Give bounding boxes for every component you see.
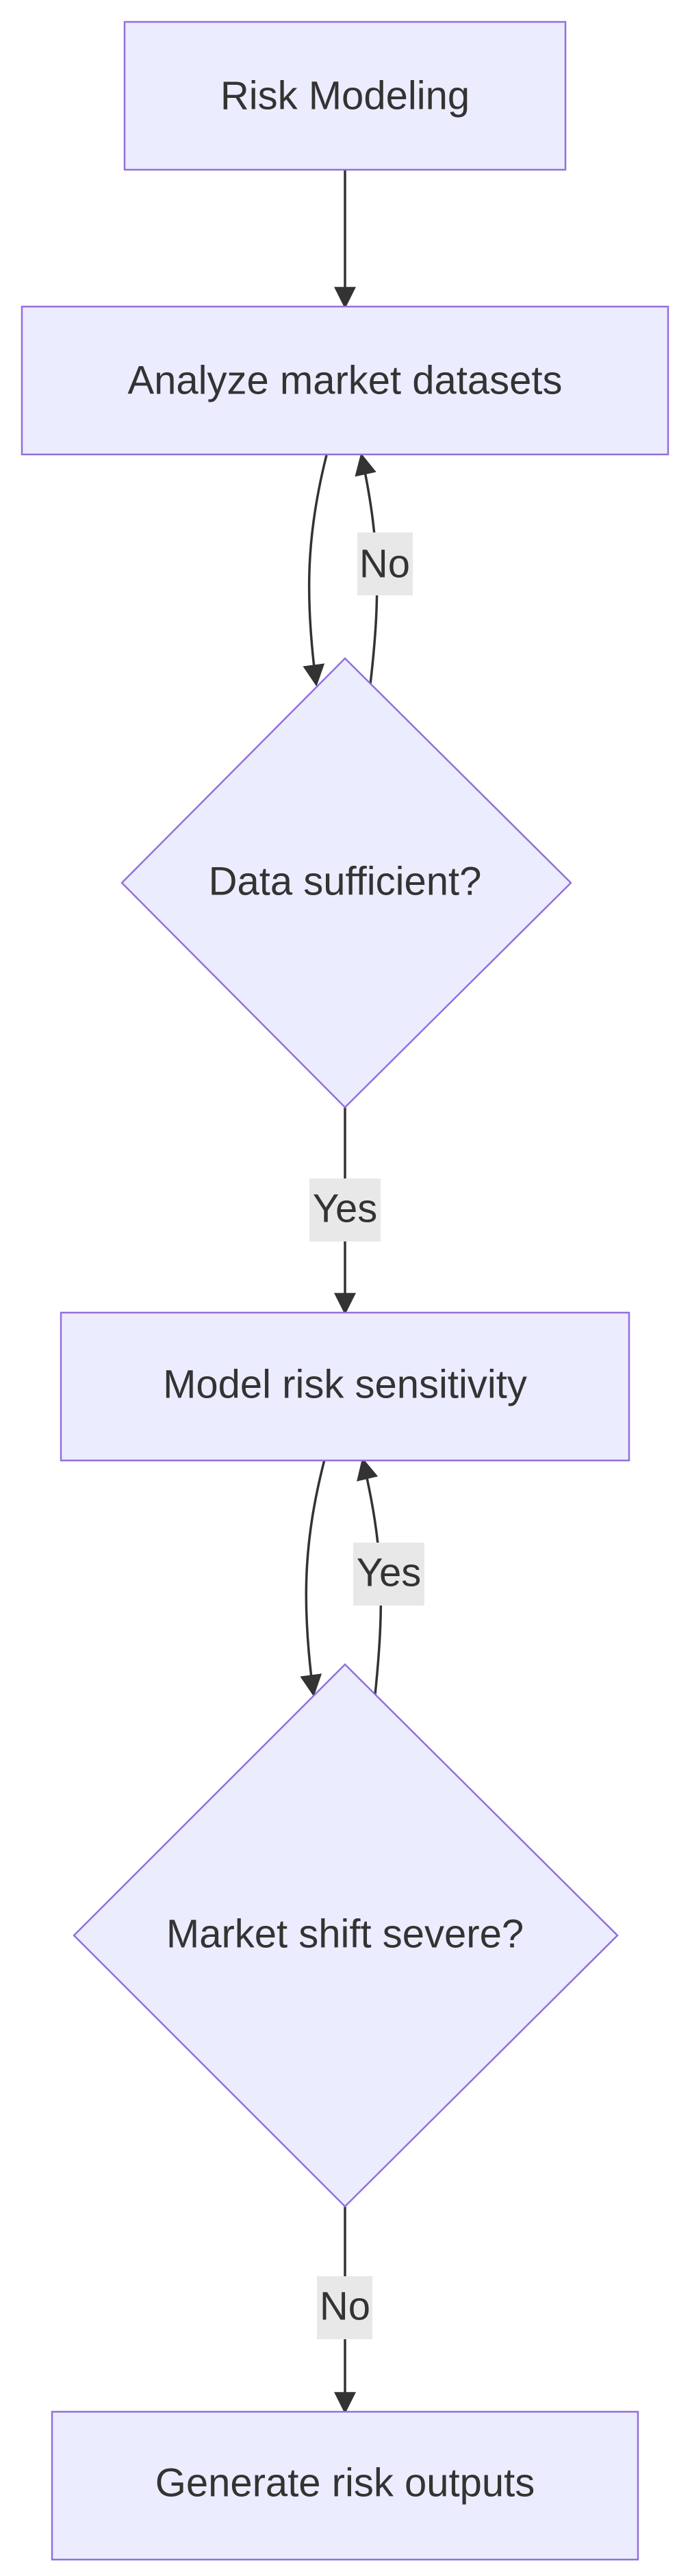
node-label-risk-modeling: Risk Modeling bbox=[220, 74, 470, 118]
edge-label-data-sufficient-no: No bbox=[357, 532, 413, 595]
node-risk-modeling: Risk Modeling bbox=[123, 21, 567, 171]
edge-label-text-yes-2: Yes bbox=[357, 1551, 422, 1595]
edge-analyze-to-data-sufficient bbox=[303, 454, 328, 687]
node-label-generate-risk-outputs: Generate risk outputs bbox=[155, 2461, 535, 2506]
edge-labels: No Yes Yes No bbox=[309, 532, 424, 2339]
edge-label-text-no-2: No bbox=[320, 2284, 370, 2329]
edge-label-market-shift-yes: Yes bbox=[353, 1543, 424, 1606]
node-label-data-sufficient: Data sufficient? bbox=[209, 860, 482, 904]
node-model-risk-sensitivity: Model risk sensitivity bbox=[60, 1311, 630, 1462]
node-label-analyze-market-datasets: Analyze market datasets bbox=[127, 359, 562, 403]
node-market-shift-severe: Market shift severe? bbox=[73, 1663, 619, 2208]
edge-label-text-no: No bbox=[359, 542, 410, 587]
node-generate-risk-outputs: Generate risk outputs bbox=[51, 2410, 639, 2561]
nodes: Risk Modeling Analyze market datasets Da… bbox=[21, 21, 669, 2561]
node-label-market-shift-severe: Market shift severe? bbox=[166, 1912, 524, 1957]
edge-label-text-yes: Yes bbox=[313, 1187, 378, 1231]
edge-label-market-shift-no: No bbox=[317, 2276, 372, 2339]
node-label-model-risk-sensitivity: Model risk sensitivity bbox=[163, 1363, 527, 1407]
edge-model-risk-to-market-shift bbox=[300, 1459, 326, 1697]
node-data-sufficient: Data sufficient? bbox=[120, 657, 572, 1109]
node-analyze-market-datasets: Analyze market datasets bbox=[21, 305, 669, 456]
edge-label-data-sufficient-yes: Yes bbox=[309, 1178, 381, 1241]
